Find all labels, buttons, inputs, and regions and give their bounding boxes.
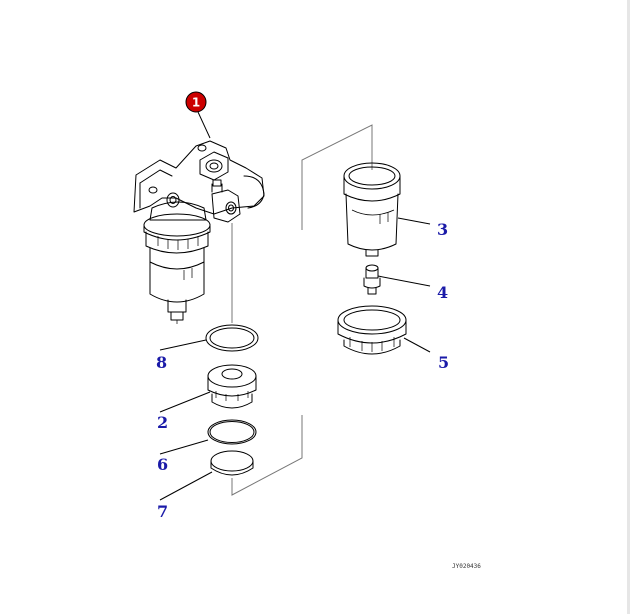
group-bracket-upper: [301, 124, 373, 230]
leader-4: [377, 275, 431, 287]
badge-label: 1: [192, 96, 200, 110]
group-bracket-lower: [231, 415, 303, 496]
part-6-o-ring[interactable]: [207, 419, 257, 445]
fuel-filter-assembly[interactable]: [133, 140, 265, 324]
leader-5: [403, 337, 431, 353]
part-8-o-ring[interactable]: [205, 324, 259, 352]
part-3-filter-cartridge[interactable]: [343, 162, 401, 257]
part-7-seal[interactable]: [210, 450, 254, 476]
leader-2: [159, 391, 211, 413]
leader-1: [197, 111, 211, 139]
callout-label-7[interactable]: 7: [157, 502, 168, 521]
drawing-reference-code: JY020436: [452, 563, 481, 570]
leader-7: [159, 471, 213, 501]
callout-badge-1[interactable]: 1: [185, 91, 207, 113]
callout-label-6[interactable]: 6: [157, 455, 168, 474]
part-2-adaptor[interactable]: [207, 364, 257, 409]
callout-label-5[interactable]: 5: [438, 353, 449, 372]
leader-8: [159, 339, 207, 351]
callout-label-2[interactable]: 2: [157, 413, 168, 432]
leader-3: [397, 217, 431, 225]
badge-circle: [185, 91, 207, 113]
leader-6: [159, 439, 209, 455]
part-4-drain-plug[interactable]: [363, 264, 381, 295]
part-5-ring-nut[interactable]: [337, 305, 407, 355]
callout-label-4[interactable]: 4: [437, 283, 448, 302]
callout-label-3[interactable]: 3: [437, 220, 448, 239]
callout-label-8[interactable]: 8: [156, 353, 167, 372]
page-edge: [627, 0, 630, 614]
